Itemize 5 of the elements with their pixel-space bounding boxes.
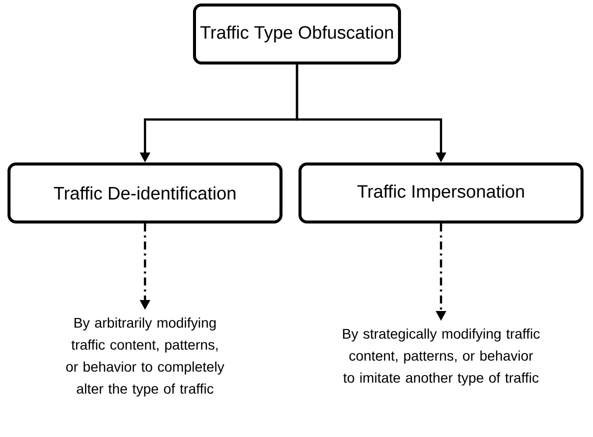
- description-text: By strategically modifying traffic content, patterns, or behavior to imitate another type of traffic: [343, 328, 540, 386]
- category-box: Traffic Impersonation: [298, 162, 584, 224]
- category-box: Traffic Type Obfuscation: [193, 4, 401, 64]
- category-box: Traffic De-identification: [8, 162, 282, 224]
- description-text: By arbitrarily modifying traffic content, patterns, or behavior to completely alter the type of traffic: [66, 317, 224, 397]
